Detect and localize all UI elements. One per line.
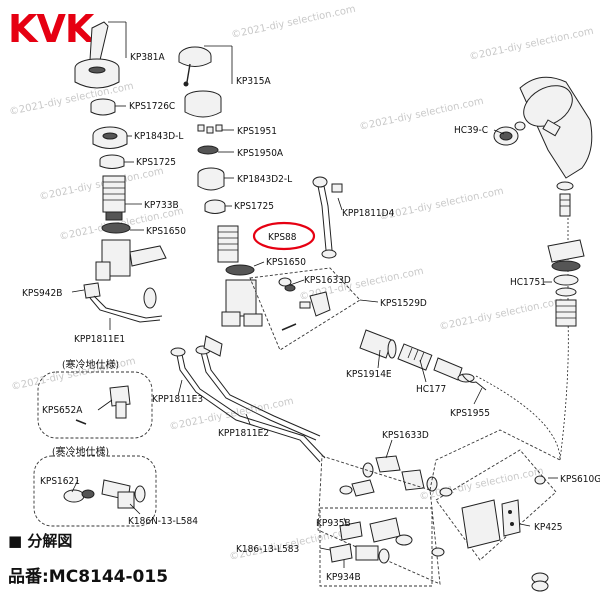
label-kps1650-mid: KPS1650 bbox=[266, 257, 306, 268]
label-hc39-c: HC39-C bbox=[454, 125, 488, 136]
label-kps88: KPS88 bbox=[268, 232, 297, 243]
label-kpp1811e3: KPP1811E3 bbox=[152, 394, 203, 405]
label-kpp1811d4: KPP1811D4 bbox=[342, 208, 395, 219]
handle-hub-part bbox=[88, 66, 106, 74]
diverter-group bbox=[249, 267, 361, 351]
label-kp315a: KP315A bbox=[236, 76, 271, 87]
label-kps652a: KPS652A bbox=[42, 405, 83, 416]
part-labels: KP381A KP315A KPS1726C KP1843D-L KPS1951… bbox=[22, 52, 600, 583]
label-kp1843d-l: KP1843D-L bbox=[134, 131, 183, 142]
model-number: 品番:MC8144-015 bbox=[8, 567, 168, 587]
label-kps1950a: KPS1950A bbox=[237, 148, 284, 159]
section-title: ■ 分解図 bbox=[8, 532, 72, 550]
label-kps942b: KPS942B bbox=[22, 288, 62, 299]
label-kps1621: KPS1621 bbox=[40, 476, 80, 487]
watermark-text: ©2021-diy selection.com bbox=[38, 166, 164, 203]
watermark-text: ©2021-diy selection.com bbox=[468, 26, 594, 63]
label-kps1951: KPS1951 bbox=[237, 126, 277, 137]
watermark-text: ©2021-diy selection.com bbox=[8, 81, 134, 118]
label-kp935b: KP935B bbox=[316, 518, 351, 529]
lever-handle-part bbox=[89, 21, 109, 61]
middle-handle-stack bbox=[170, 46, 326, 463]
handle-body-part bbox=[74, 68, 120, 89]
kps88-highlight-circle bbox=[252, 221, 316, 251]
label-kpp1811e1: KPP1811E1 bbox=[74, 334, 125, 345]
label-kp381a: KP381A bbox=[130, 52, 165, 63]
label-kp934b: KP934B bbox=[326, 572, 361, 583]
label-kps1914e: KPS1914E bbox=[346, 369, 392, 380]
cap-ring-body-part bbox=[90, 104, 116, 116]
label-kps1725-left: KPS1725 bbox=[136, 157, 176, 168]
lower-fittings bbox=[317, 455, 445, 587]
hose-fittings bbox=[359, 210, 569, 461]
label-kps1633d-top: KPS1633D bbox=[304, 275, 351, 286]
label-kps1650-left: KPS1650 bbox=[146, 226, 186, 237]
kvk-logo: KVK bbox=[8, 7, 96, 51]
label-kps1633d-bottom: KPS1633D bbox=[382, 430, 429, 441]
label-kps1955: KPS1955 bbox=[450, 408, 490, 419]
label-kpp1811e2: KPP1811E2 bbox=[218, 428, 269, 439]
watermark-text: ©2021-diy selection.com bbox=[438, 296, 564, 333]
label-cold-area-1: (寒冷地仕様) bbox=[62, 358, 119, 371]
watermark-text: ©2021-diy selection.com bbox=[230, 4, 356, 41]
cold-area-box-2 bbox=[33, 455, 157, 527]
leader-lines bbox=[71, 21, 558, 568]
shower-head-assembly bbox=[493, 76, 593, 327]
kpp1811d4-pipe bbox=[312, 176, 343, 259]
label-k186n-13-l584: K186N-13-L584 bbox=[128, 516, 198, 527]
label-hc177: HC177 bbox=[416, 384, 446, 395]
label-kp1843d2-l: KP1843D2-L bbox=[237, 174, 292, 185]
label-kps1726c: KPS1726C bbox=[129, 101, 175, 112]
label-kps610g: KPS610G bbox=[560, 474, 600, 485]
label-kp733b: KP733B bbox=[144, 200, 179, 211]
label-k186-13-l583: K186-13-L583 bbox=[236, 544, 299, 555]
label-hc1751: HC1751 bbox=[510, 277, 546, 288]
label-kps1725-mid: KPS1725 bbox=[234, 201, 274, 212]
wall-bracket bbox=[429, 429, 561, 592]
label-kps1529d: KPS1529D bbox=[380, 298, 427, 309]
label-kp425: KP425 bbox=[534, 522, 563, 533]
label-cold-area-2: (寒冷地仕様) bbox=[52, 445, 109, 458]
watermark-text: ©2021-diy selection.com bbox=[378, 186, 504, 223]
left-handle-stack bbox=[74, 21, 167, 323]
